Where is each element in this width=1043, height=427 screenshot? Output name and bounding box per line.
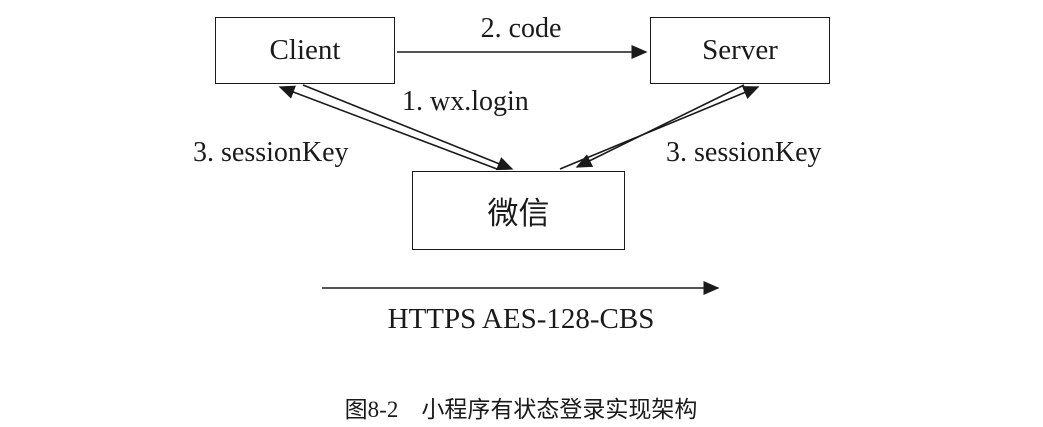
arrow-server-to-wechat bbox=[575, 84, 745, 168]
arrow-wechat-to-client-sessionkey bbox=[278, 85, 498, 170]
edge-label-wx-login: 1. wx.login bbox=[402, 86, 529, 117]
figure-caption: 图8-2 小程序有状态登录实现架构 bbox=[344, 397, 698, 422]
node-server: Server bbox=[650, 17, 830, 84]
node-wechat-label: 微信 bbox=[487, 196, 550, 231]
node-client: Client bbox=[215, 17, 395, 84]
edge-label-sessionkey-left: 3. sessionKey bbox=[193, 137, 349, 168]
arrow-client-to-wechat-wxlogin bbox=[302, 84, 514, 171]
edge-label-sessionkey-right: 3. sessionKey bbox=[666, 137, 822, 168]
edge-label-code: 2. code bbox=[480, 13, 562, 44]
protocol-label: HTTPS AES-128-CBS bbox=[387, 303, 655, 335]
node-wechat: 微信 bbox=[412, 171, 625, 250]
node-client-label: Client bbox=[269, 34, 341, 66]
node-server-label: Server bbox=[702, 34, 778, 66]
